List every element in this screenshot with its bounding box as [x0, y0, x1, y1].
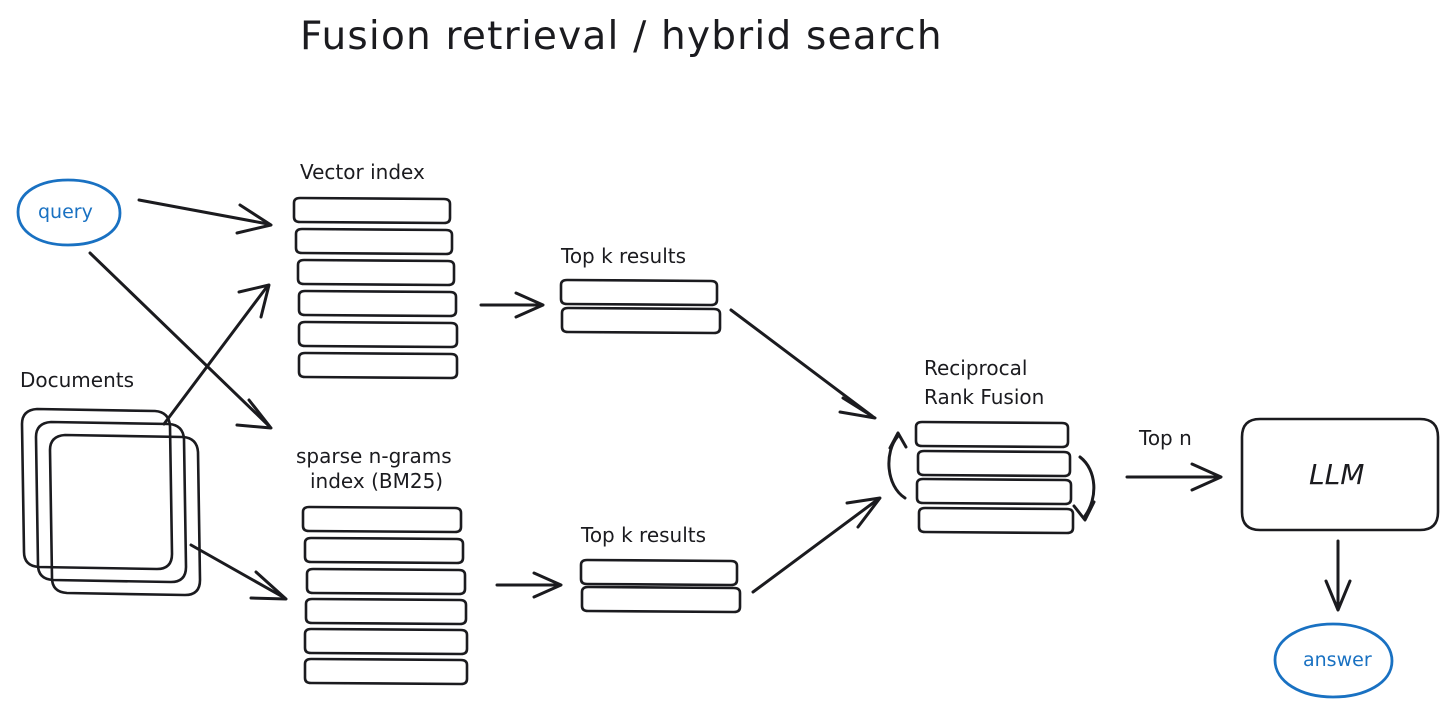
arrow-vector-index-to-top-k — [479, 291, 545, 319]
rrf-left-curved-arrow — [887, 431, 908, 500]
rrf-label-line1: Reciprocal — [924, 356, 1028, 380]
page-title: Fusion retrieval / hybrid search — [300, 14, 943, 59]
rrf-label-line2: Rank Fusion — [924, 385, 1045, 409]
answer-ellipse[interactable] — [1273, 622, 1394, 699]
arrow-documents-to-vector-index — [162, 283, 271, 426]
arrow-llm-to-answer — [1324, 539, 1352, 612]
query-label: query — [38, 201, 93, 223]
top-k-lower-label: Top k results — [581, 523, 707, 547]
llm-label: LLM — [1309, 458, 1365, 491]
top-n-edge-label: Top n — [1139, 426, 1192, 450]
sparse-index-bars[interactable] — [301, 505, 469, 686]
rrf-bars[interactable] — [914, 420, 1075, 535]
rrf-right-curved-arrow — [1072, 455, 1096, 522]
arrow-sparse-index-to-top-k — [495, 571, 563, 599]
arrow-query-to-sparse-index — [88, 251, 273, 430]
sparse-index-label-line1: sparse n-grams — [296, 444, 452, 468]
arrow-documents-to-sparse-index — [189, 543, 288, 601]
query-ellipse[interactable] — [16, 178, 122, 247]
arrow-query-to-vector-index — [137, 198, 273, 235]
answer-label: answer — [1303, 649, 1372, 671]
documents-stack[interactable] — [20, 407, 202, 597]
arrow-top-k-upper-to-rrf — [729, 308, 877, 420]
vector-index-bars[interactable] — [292, 196, 459, 380]
sparse-index-label-line2: index (BM25) — [310, 469, 444, 493]
documents-label: Documents — [20, 368, 135, 392]
top-k-lower-bars[interactable] — [579, 558, 742, 614]
arrow-top-k-lower-to-rrf — [751, 496, 882, 594]
top-k-upper-bars[interactable] — [559, 278, 722, 335]
arrow-rrf-to-llm — [1125, 462, 1223, 492]
llm-box[interactable] — [1240, 417, 1440, 532]
top-k-upper-label: Top k results — [561, 244, 687, 268]
vector-index-label: Vector index — [300, 160, 425, 184]
